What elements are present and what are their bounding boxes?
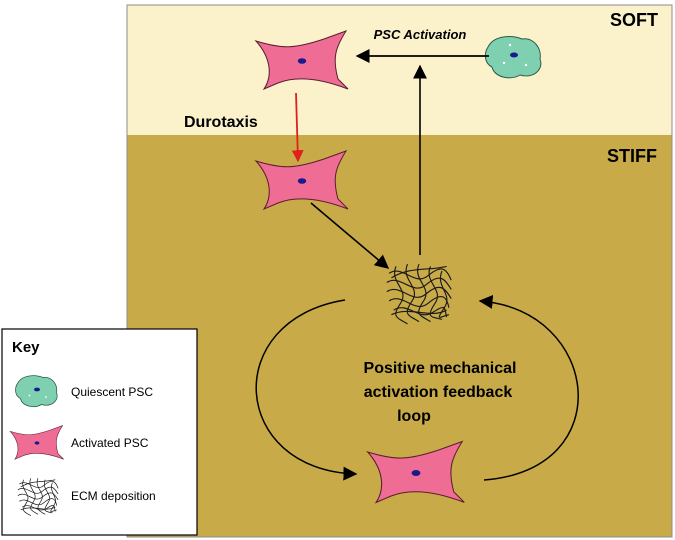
diagram-border: [126, 4, 673, 538]
loop-label-line2: activation feedback: [364, 384, 513, 401]
key-item-ecm-label: ECM deposition: [71, 489, 156, 503]
cell-to-ecm-arrow: [310, 202, 390, 269]
durotaxis-label: Durotaxis: [184, 114, 258, 131]
key-legend: Key Quiescent PSC Activated PSC ECM depo…: [1, 328, 198, 536]
key-title: Key: [12, 339, 40, 356]
key-item-quiescent-label: Quiescent PSC: [71, 385, 153, 399]
durotaxis-arrow: [291, 92, 304, 163]
soft-label: SOFT: [610, 10, 658, 30]
key-item-activated-label: Activated PSC: [71, 436, 149, 450]
stiff-label: STIFF: [607, 146, 657, 166]
quiescent-psc-icon: [15, 375, 58, 407]
loop-label-line3: loop: [397, 408, 431, 425]
quiescent-psc-cell: [484, 36, 542, 79]
loop-label-line1: Positive mechanical: [364, 360, 517, 377]
loop-arrow-left: [255, 299, 358, 481]
soft-region: [127, 5, 672, 135]
loop-arrow-right: [478, 294, 579, 481]
psc-activation-label: PSC Activation: [374, 27, 467, 42]
